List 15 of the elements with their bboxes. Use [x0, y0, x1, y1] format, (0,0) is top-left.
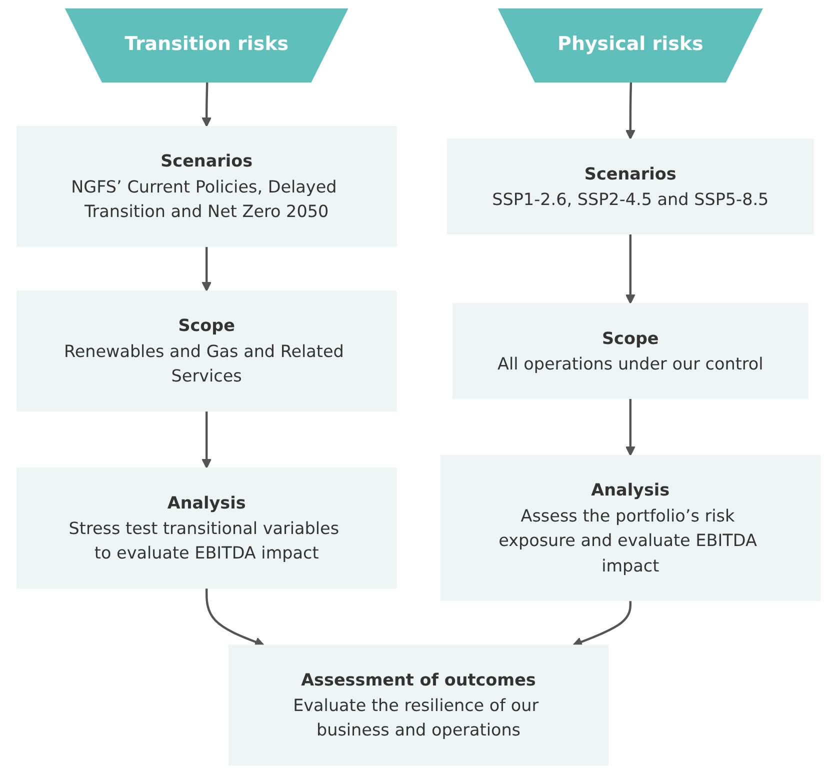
node-box — [16, 126, 397, 248]
arrow — [202, 246, 212, 292]
arrow — [202, 410, 212, 469]
node-box — [440, 455, 821, 602]
node-box — [446, 138, 814, 234]
node-box — [452, 303, 808, 399]
node-box — [16, 290, 397, 412]
node-box — [228, 644, 609, 766]
arrow — [626, 398, 636, 456]
arrow — [626, 234, 636, 304]
arrow — [626, 82, 636, 140]
arrow — [572, 600, 632, 647]
node-box — [16, 468, 397, 589]
arrow — [202, 82, 212, 128]
arrow — [205, 588, 264, 647]
